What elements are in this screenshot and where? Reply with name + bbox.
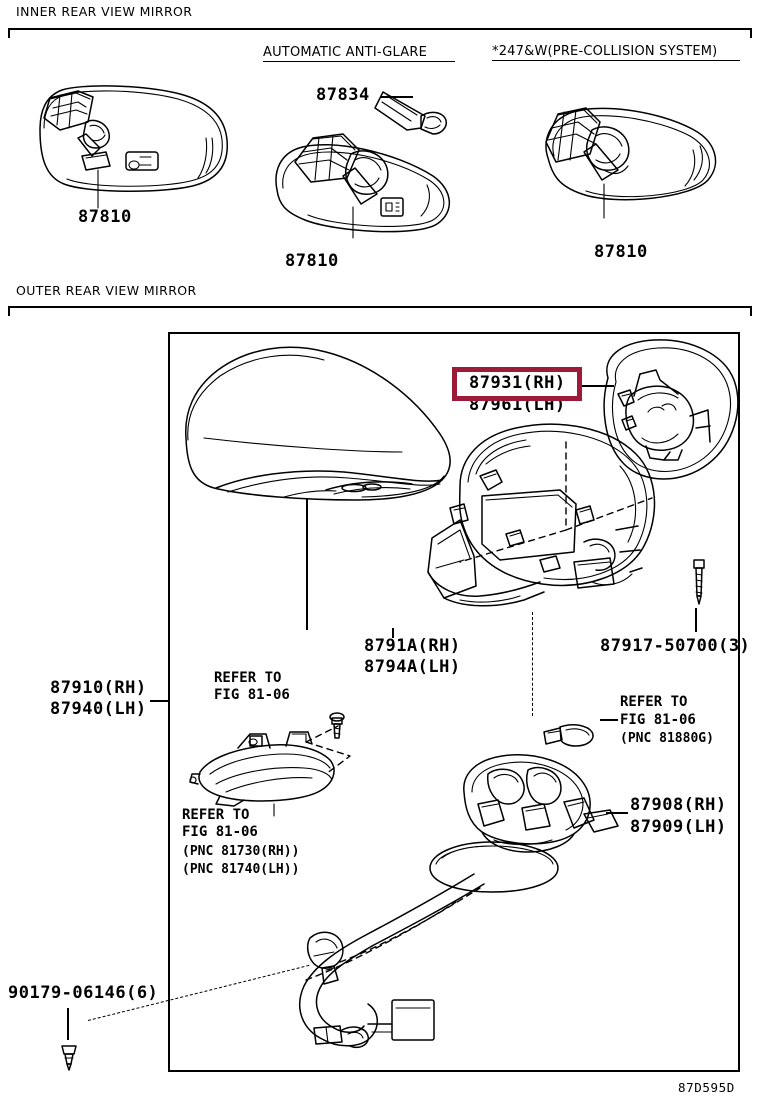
mirror-cover-label-rh: 8791A(RH) xyxy=(364,636,461,656)
anti-glare-mirror-art xyxy=(275,91,451,239)
mirror-screw-art xyxy=(693,559,705,605)
mirror-base-label-rh: 87908(RH) xyxy=(630,795,727,815)
mirror-glass-art xyxy=(603,339,739,480)
mirror-glass-leader xyxy=(582,385,614,387)
turn-lamp-refer-pnc-rh: (PNC 81730(RH)) xyxy=(182,844,300,859)
pre-collision-header: *247&W(PRE-COLLISION SYSTEM) xyxy=(492,44,740,61)
turn-lamp-refer-line2: FIG 81-06 xyxy=(182,824,258,840)
puddle-lamp-refer-line1: REFER TO xyxy=(620,694,688,710)
mirror-clip-label: 90179-06146(6) xyxy=(8,983,159,1003)
turn-lamp-refer-pnc-lh: (PNC 81740(LH)) xyxy=(182,862,300,877)
turn-lamp-art xyxy=(189,712,351,817)
puddle-lamp-leader xyxy=(600,719,618,721)
outer-section-title: OUTER REAR VIEW MIRROR xyxy=(14,284,200,298)
mirror-cover-label-leader xyxy=(392,628,394,638)
anti-glare-sensor-leader xyxy=(381,96,413,98)
mirror-cover-leader-v xyxy=(306,498,308,630)
puddle-lamp-bulb-art xyxy=(543,724,594,747)
mirror-cover-label-lh: 8794A(LH) xyxy=(364,657,461,677)
inner-section-frame xyxy=(8,28,752,38)
mirror-base-label-lh: 87909(LH) xyxy=(630,817,727,837)
inner-standard-mirror-art xyxy=(39,85,229,209)
mirror-assembly-label-lh: 87940(LH) xyxy=(50,699,147,719)
puddle-lamp-refer-line2: FIG 81-06 xyxy=(620,712,696,728)
outer-section-frame xyxy=(8,306,752,316)
mirror-housing-to-bulb-dash xyxy=(532,612,533,716)
puddle-lamp-refer-pnc: (PNC 81880G) xyxy=(620,731,714,746)
mirror-harness-art xyxy=(299,873,485,1048)
turn-lamp-upper-refer-line1: REFER TO xyxy=(214,670,282,686)
mirror-assembly-leader-h xyxy=(150,700,170,702)
pre-collision-mirror-label: 87810 xyxy=(594,242,648,262)
anti-glare-header: AUTOMATIC ANTI-GLARE xyxy=(263,45,455,62)
anti-glare-mirror-label: 87810 xyxy=(285,251,339,271)
mirror-assembly-leader-v xyxy=(168,612,170,796)
pre-collision-mirror-art xyxy=(545,107,717,219)
mirror-glass-label-rh: 87931(RH) xyxy=(469,373,566,393)
turn-lamp-upper-refer-line2: FIG 81-06 xyxy=(214,687,290,703)
figure-code: 87D595D xyxy=(678,1080,735,1095)
mirror-housing-art xyxy=(427,423,656,607)
mirror-assembly-label-rh: 87910(RH) xyxy=(50,678,147,698)
mirror-cover-art xyxy=(185,346,451,501)
inner-section-title: INNER REAR VIEW MIRROR xyxy=(14,5,196,19)
anti-glare-sensor-label: 87834 xyxy=(316,85,370,105)
mirror-clip-art xyxy=(61,1045,77,1071)
mirror-base-art xyxy=(429,754,619,893)
mirror-base-leader xyxy=(606,812,628,814)
mirror-screw-leader-v xyxy=(695,608,697,632)
turn-lamp-refer-line1: REFER TO xyxy=(182,807,250,823)
mirror-screw-label: 87917-50700(3) xyxy=(600,636,751,656)
mirror-clip-leader-v xyxy=(67,1008,69,1040)
inner-standard-mirror-label: 87810 xyxy=(78,207,132,227)
